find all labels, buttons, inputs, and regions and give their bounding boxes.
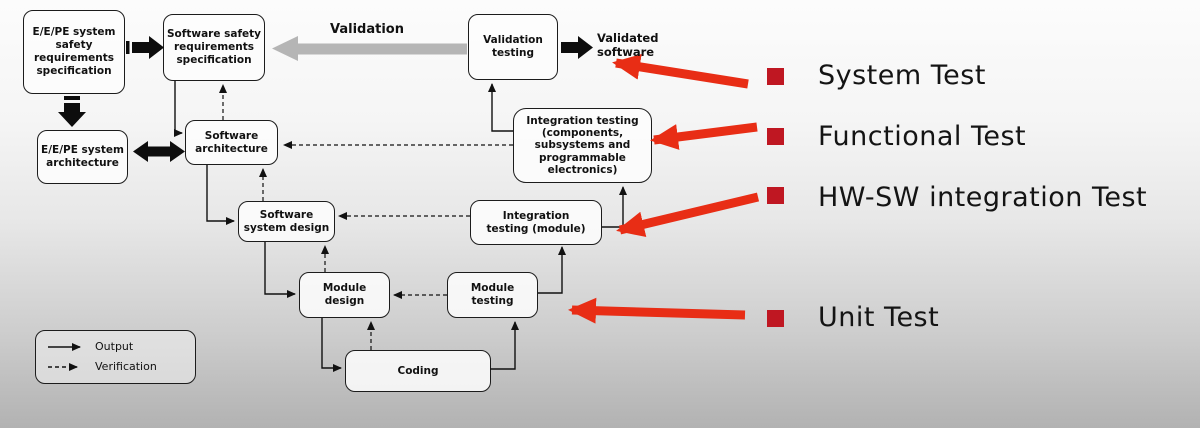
validation-label: Validation — [330, 22, 404, 37]
block-arrow-down — [58, 103, 86, 127]
system-test-label: System Test — [818, 60, 986, 91]
block-arrow-right-top — [132, 36, 164, 59]
box-software-architecture: Software architecture — [185, 120, 278, 165]
box-software-system-design: Software system design — [238, 201, 335, 242]
legend-box — [35, 330, 196, 384]
functional-test-bullet — [767, 128, 784, 145]
unit-test-bullet — [767, 310, 784, 327]
box-label: E/E/PE system safety requirements specif… — [32, 26, 116, 77]
block-arrow-bar — [126, 41, 130, 54]
box-label: E/E/PE system architecture — [41, 144, 124, 169]
box-validation-testing: Validation testing — [468, 14, 558, 80]
hwsw-test-bullet — [767, 187, 784, 204]
box-eepe-system-architecture: E/E/PE system architecture — [37, 130, 128, 184]
red-arrow-system-test — [612, 53, 749, 89]
box-label: Software safety requirements specificati… — [167, 28, 261, 66]
box-label: Software system design — [243, 208, 330, 234]
box-integration-testing-system: Integration testing (components, subsyst… — [513, 108, 652, 183]
red-annotation-arrows — [568, 53, 760, 324]
box-module-testing: Module testing — [447, 272, 538, 318]
legend-output-label: Output — [95, 340, 134, 353]
box-label: Module design — [322, 282, 367, 307]
box-eepe-safety-requirements: E/E/PE system safety requirements specif… — [23, 10, 125, 94]
box-label: Coding — [397, 364, 439, 377]
system-test-bullet — [767, 68, 784, 85]
unit-test-label: Unit Test — [818, 302, 940, 333]
red-arrow-functional-test — [650, 122, 758, 150]
legend-arrows — [48, 343, 81, 371]
block-arrow-down-bar — [64, 96, 80, 100]
red-arrow-unit-test — [568, 297, 746, 324]
functional-test-label: Functional Test — [818, 121, 1027, 152]
box-module-design: Module design — [299, 272, 390, 318]
hwsw-test-label: HW-SW integration Test — [818, 182, 1148, 213]
block-arrow-double — [133, 141, 185, 162]
block-arrow-right-validated — [561, 36, 593, 59]
box-label: Integration testing (module) — [486, 209, 586, 235]
box-coding: Coding — [345, 350, 491, 392]
block-arrows — [58, 36, 593, 162]
verification-connectors — [219, 84, 513, 350]
validation-gray-arrow — [272, 36, 467, 61]
box-label: Integration testing (components, subsyst… — [526, 114, 639, 177]
box-integration-testing-module: Integration testing (module) — [470, 200, 602, 245]
box-label: Validation testing — [483, 34, 543, 59]
output-connectors — [174, 81, 627, 372]
box-label: Software architecture — [195, 129, 268, 155]
validated-software-label: Validated software — [597, 31, 659, 60]
legend-verification-label: Verification — [95, 360, 157, 373]
red-arrow-hwsw-test — [616, 192, 760, 238]
box-label: Module testing — [470, 282, 515, 307]
